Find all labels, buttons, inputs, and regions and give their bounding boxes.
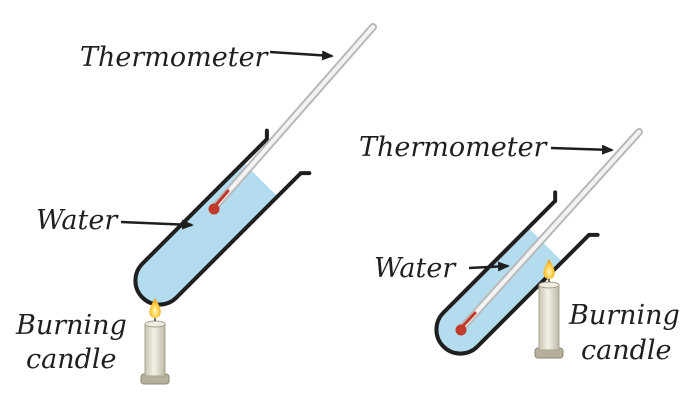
right-flame <box>543 259 555 279</box>
left-flame <box>149 298 161 318</box>
left-water-label: Water <box>36 205 119 236</box>
right-thermometer-label: Thermometer <box>359 132 549 163</box>
left-candle-label-line2: candle <box>26 344 117 375</box>
left-setup: Thermometer Water Burning candle <box>15 23 377 385</box>
left-thermometer-bulb <box>208 203 220 215</box>
left-water <box>135 162 278 305</box>
left-thermometer-arrow <box>269 50 334 61</box>
left-thermometer <box>208 23 377 215</box>
right-tube-lip <box>553 190 600 237</box>
right-thermometer-bulb <box>455 324 467 336</box>
left-candle <box>140 298 170 385</box>
left-tube-wall <box>133 137 303 307</box>
left-water-arrow <box>120 219 194 230</box>
right-thermometer <box>455 128 643 336</box>
left-thermometer-label: Thermometer <box>80 42 270 73</box>
right-setup: Thermometer Water Burning candle <box>359 128 680 366</box>
right-candle-label-line2: candle <box>581 335 672 366</box>
right-water-arrow <box>468 261 510 272</box>
right-water-label: Water <box>374 253 457 284</box>
left-test-tube <box>133 128 312 307</box>
right-candle-label-line1: Burning <box>568 300 680 331</box>
right-tube-wall <box>434 199 591 356</box>
left-candle-label-line1: Burning <box>15 310 127 341</box>
right-candle <box>534 259 564 359</box>
right-thermometer-arrow <box>550 144 614 155</box>
left-tube-lip <box>264 128 312 176</box>
